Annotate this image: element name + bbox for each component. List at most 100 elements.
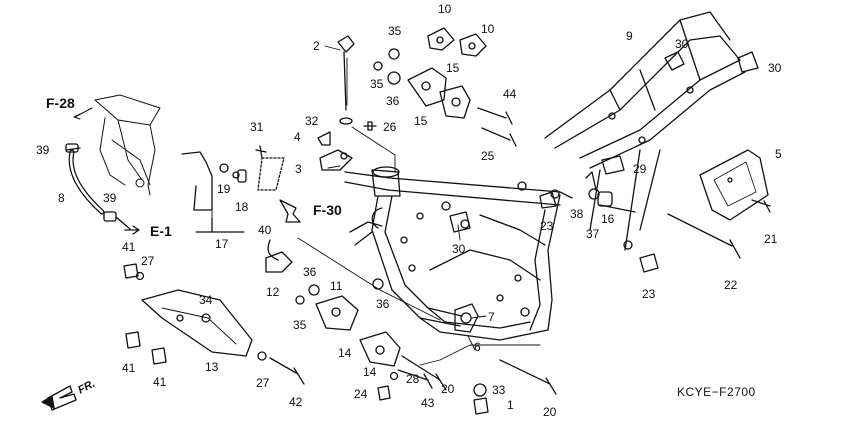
part-label: 29 xyxy=(633,162,647,176)
part-label: 14 xyxy=(338,346,352,360)
steering-head-reference-drawing xyxy=(73,94,161,196)
bolt-21 xyxy=(751,199,771,213)
part-label: 23 xyxy=(642,287,656,301)
bolt-26 xyxy=(363,121,377,131)
part-label: 8 xyxy=(58,191,65,205)
bolt-44 xyxy=(477,107,513,125)
bolt-43 xyxy=(397,369,433,389)
clamp-3 xyxy=(319,149,353,171)
main-frame-body xyxy=(344,166,573,341)
washer-33 xyxy=(473,383,487,397)
engine-hanger-14 xyxy=(359,331,401,367)
part-label: 7 xyxy=(488,310,495,324)
part-label: 28 xyxy=(406,372,420,386)
part-label: 14 xyxy=(363,365,377,379)
collar-16 xyxy=(597,191,613,207)
clip-4 xyxy=(317,131,331,146)
grommet-30b xyxy=(737,51,759,73)
washer-34 xyxy=(201,313,211,323)
part-label: 2 xyxy=(313,39,320,53)
part-label: 20 xyxy=(441,382,455,396)
grommet-30a xyxy=(664,51,685,71)
bracket-assembly-17 xyxy=(181,151,247,233)
part-label: 34 xyxy=(199,293,213,307)
part-label: 35 xyxy=(388,24,402,38)
leader-lines xyxy=(297,45,541,366)
nut-35a xyxy=(388,48,400,60)
clip-29 xyxy=(601,155,625,175)
e1-arrow xyxy=(124,225,140,235)
part-label: 19 xyxy=(217,182,231,196)
part-label: 30 xyxy=(452,242,466,256)
part-label: 27 xyxy=(141,254,155,268)
ref-label-e1: E-1 xyxy=(150,223,172,239)
bolt-41b xyxy=(125,331,141,349)
skid-bracket-13 xyxy=(141,289,253,357)
part-label: 43 xyxy=(421,396,435,410)
part-label: 13 xyxy=(205,360,219,374)
bolt-42 xyxy=(269,357,305,385)
bolt-30c xyxy=(449,211,471,233)
part-label: 17 xyxy=(215,237,229,251)
part-label: 12 xyxy=(266,285,280,299)
part-label: 26 xyxy=(383,120,397,134)
part-label: 18 xyxy=(235,200,249,214)
part-label: 5 xyxy=(775,147,782,161)
bolt-20a xyxy=(401,355,447,391)
part-label: 38 xyxy=(570,207,584,221)
bolt-41a xyxy=(123,263,139,279)
hanger-bracket-10a xyxy=(427,27,455,51)
part-label: 40 xyxy=(258,223,272,237)
clip-38 xyxy=(585,171,597,191)
washer-36c xyxy=(372,278,384,290)
grommet-23a xyxy=(539,191,557,209)
label-plate xyxy=(257,157,285,191)
f30-arrow xyxy=(279,199,301,223)
front-direction-arrow xyxy=(41,385,77,411)
part-label: 44 xyxy=(503,87,517,101)
hanger-bracket-15b xyxy=(439,85,471,119)
subframe-9 xyxy=(544,11,746,251)
nut-35c xyxy=(295,295,305,305)
bolt-25 xyxy=(481,127,517,147)
engine-hanger-11 xyxy=(315,295,359,331)
hanger-bracket-10b xyxy=(459,33,487,57)
part-label: 35 xyxy=(370,77,384,91)
part-label: 21 xyxy=(764,232,778,246)
part-label: 3 xyxy=(295,162,302,176)
side-cover-5 xyxy=(699,149,769,221)
part-label: 42 xyxy=(289,395,303,409)
part-label: 16 xyxy=(601,212,615,226)
part-label: 23 xyxy=(540,219,554,233)
part-label: 15 xyxy=(414,114,428,128)
washer-28 xyxy=(389,371,399,381)
part-label: 11 xyxy=(330,279,343,293)
washer-36b xyxy=(308,284,320,296)
bracket-12 xyxy=(265,239,293,273)
ref-label-f30: F-30 xyxy=(313,202,342,218)
washer-27b xyxy=(257,351,267,361)
part-label: 20 xyxy=(543,405,557,419)
part-label: 31 xyxy=(250,120,264,134)
washer-27a xyxy=(135,271,145,281)
part-label: 10 xyxy=(481,22,495,36)
part-label: 27 xyxy=(256,376,270,390)
part-label: 9 xyxy=(626,29,633,43)
part-label: 30 xyxy=(675,37,689,51)
part-label: 10 xyxy=(438,2,452,16)
dipstick-2 xyxy=(337,35,355,125)
part-label: 35 xyxy=(293,318,307,332)
part-label: 41 xyxy=(122,240,136,254)
ref-label-f28: F-28 xyxy=(46,95,75,111)
part-label: 36 xyxy=(303,265,317,279)
part-label: 15 xyxy=(446,61,460,75)
part-label: 24 xyxy=(354,387,368,401)
breather-tube-8 xyxy=(65,143,131,230)
part-label: 33 xyxy=(492,383,506,397)
drain-bolt-1 xyxy=(473,397,489,415)
bolt-31 xyxy=(255,145,267,159)
part-label: 1 xyxy=(507,398,514,412)
part-label: 39 xyxy=(36,143,50,157)
